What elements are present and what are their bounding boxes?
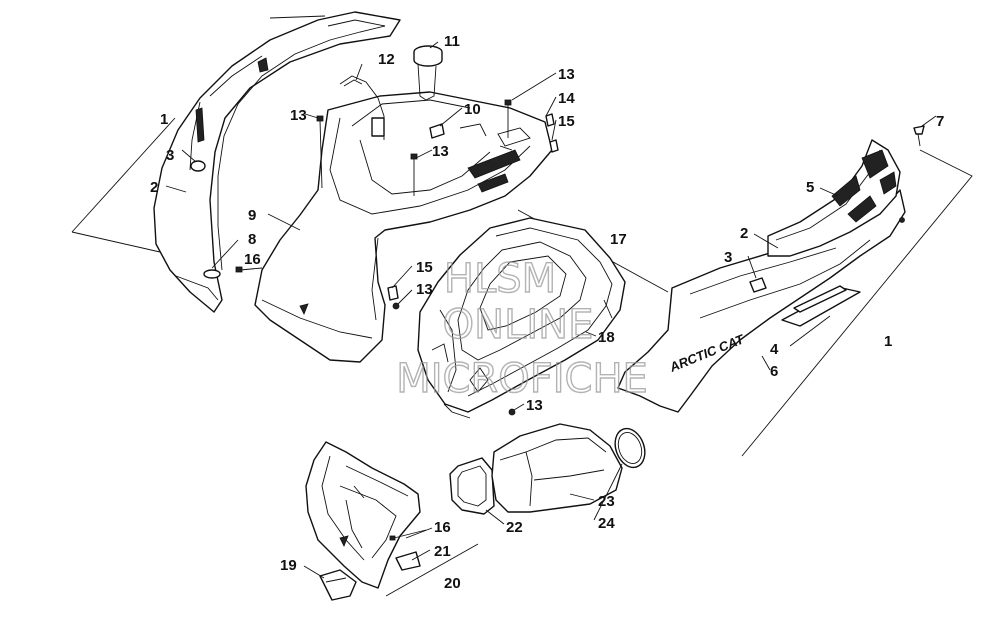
callout-13-airbox: 13 [526,397,543,414]
callout-2-left: 2 [150,179,158,196]
callout-2-right: 2 [740,225,748,242]
callout-15-side: 15 [416,259,433,276]
connector-12 [371,117,385,137]
bracket-19 [319,569,357,601]
callout-1-right: 1 [884,333,892,350]
callout-5: 5 [806,179,814,196]
ring-8 [203,269,221,279]
callout-24: 24 [598,515,615,532]
callout-8: 8 [248,231,256,248]
callout-16-lower: 16 [434,519,451,536]
intake-duct [449,423,646,515]
left-side-panel [71,11,401,313]
callout-1-left: 1 [160,111,168,128]
callout-10: 10 [464,101,481,118]
callout-7: 7 [936,113,944,130]
callout-6: 6 [770,363,778,380]
callout-23: 23 [598,493,615,510]
grommet-3-right [749,277,767,293]
watermark-line-1: HLSM [444,256,556,302]
callout-12: 12 [378,51,395,68]
callout-9: 9 [248,207,256,224]
callout-13-hood-right: 13 [558,66,575,83]
callout-16-left: 16 [244,251,261,268]
watermark: HLSM ONLINE MICROFICHE [395,255,648,402]
callout-13-hood-left: 13 [290,107,307,124]
seal-22 [449,457,495,515]
callout-13-hood-center: 13 [432,143,449,160]
callout-14: 14 [558,90,575,107]
watermark-line-2: ONLINE [443,302,594,348]
callout-3-right: 3 [724,249,732,266]
callout-21: 21 [434,543,451,560]
grommet-3-left [190,160,206,172]
callout-3-left: 3 [166,147,174,164]
right-side-panel: ARCTIC CAT [617,125,973,457]
air-box [417,209,669,419]
callout-17: 17 [610,231,627,248]
callout-15-hood: 15 [558,113,575,130]
leader-lines [165,41,937,579]
watermark-line-3: MICROFICHE [396,356,648,402]
callout-22: 22 [506,519,523,536]
callout-numbers: 1 2 3 8 16 9 13 12 11 10 13 13 14 15 17 … [150,33,944,592]
decal-21 [395,551,421,571]
hood-assembly [235,45,559,363]
callout-19: 19 [280,557,297,574]
lower-front-pan [305,441,479,601]
callout-11: 11 [444,33,460,50]
callout-4: 4 [770,341,779,358]
callout-18: 18 [598,329,615,346]
callout-20: 20 [444,575,461,592]
callout-13-side: 13 [416,281,433,298]
